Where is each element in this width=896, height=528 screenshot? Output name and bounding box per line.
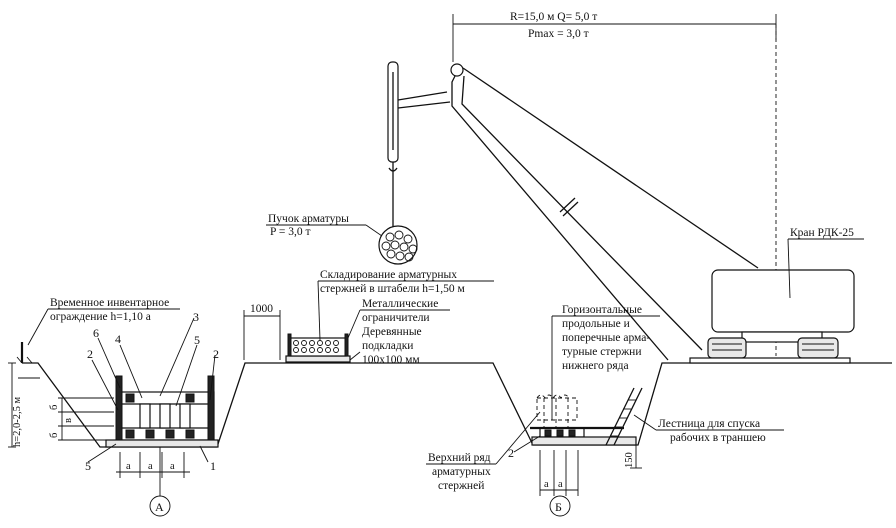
callout-4: 4 [115, 332, 121, 346]
top-row-label-1: Верхний ряд [428, 452, 491, 464]
crane-name: Кран РДК-25 [790, 227, 854, 239]
callout-5-top: 5 [194, 333, 200, 347]
bundle-title: Пучок арматуры [268, 213, 349, 225]
trench-b-dim-a-1: а [544, 479, 549, 490]
ladder-dim: 150 [624, 452, 635, 468]
rebar-label-5: нижнего ряда [562, 360, 629, 372]
dim-v: в [63, 418, 74, 423]
crane-cab [711, 269, 855, 333]
rebar-label-2: продольные и [562, 318, 630, 330]
callout-5-bottom: 5 [85, 459, 91, 473]
callout-2-right: 2 [213, 347, 219, 361]
rebar-storage: 1000 Складирование арматурных стержней в… [243, 269, 494, 366]
fence-label-2: ограждение h=1,10 а [50, 311, 151, 323]
storage-label-1: Складирование арматурных [320, 269, 457, 281]
trench-b-dim-a-2: а [558, 479, 563, 490]
dim-a-3: а [170, 461, 175, 472]
ladder [605, 387, 635, 446]
trench-b-callout: 2 [508, 446, 514, 460]
crane: R=15,0 м Q= 5,0 т Pmax = 3,0 т Кран РДК-… [450, 11, 864, 364]
section-mark-b-label: Б [555, 500, 562, 514]
rebar-label-1: Горизонтальные [562, 304, 642, 316]
rebar-label-3: поперечные арма- [562, 332, 650, 344]
section-mark-a [149, 495, 171, 517]
bundle-weight: P = 3,0 т [270, 226, 310, 238]
trench-b: 150 Горизонтальные продольные и поперечн… [426, 304, 784, 517]
dim-a-2: а [148, 461, 153, 472]
hook-and-bundle: Пучок арматуры P = 3,0 т [266, 61, 451, 265]
ladder-label-2: рабочих в траншею [670, 432, 766, 444]
pads-label-2: подкладки [362, 340, 413, 352]
section-mark-b [549, 495, 571, 517]
rebar-label-4: турные стержни [562, 346, 641, 358]
dim-b-upper: б [49, 405, 60, 410]
callout-6: 6 [93, 326, 99, 340]
trench-a: h=2,0-2,5 м б в б [8, 297, 219, 517]
pads-label-3: 100х100 мм [362, 354, 420, 366]
fence-label-1: Временное инвентарное [50, 297, 169, 309]
top-row-label-3: стержней [438, 480, 484, 492]
limiters-label-2: ограничители [362, 312, 430, 324]
trench-a-depth: h=2,0-2,5 м [12, 396, 23, 447]
ladder-label-1: Лестница для спуска [658, 418, 760, 430]
storage-label-2: стержней в штабели h=1,50 м [320, 283, 465, 295]
crane-reach-label: R=15,0 м Q= 5,0 т [510, 11, 597, 23]
callout-3: 3 [193, 310, 199, 324]
limiters-label-1: Металлические [362, 298, 438, 310]
dim-b-lower: б [49, 433, 60, 438]
storage-width-dim: 1000 [250, 303, 273, 315]
section-mark-a-label: А [155, 500, 164, 514]
rebar-bundle [378, 225, 418, 265]
callout-2-left: 2 [87, 347, 93, 361]
crane-pmax-label: Pmax = 3,0 т [528, 28, 589, 40]
top-row-label-2: арматурных [432, 466, 491, 478]
pads-label-1: Деревянные [362, 326, 422, 338]
callout-1: 1 [210, 459, 216, 473]
dim-a-1: а [126, 461, 131, 472]
